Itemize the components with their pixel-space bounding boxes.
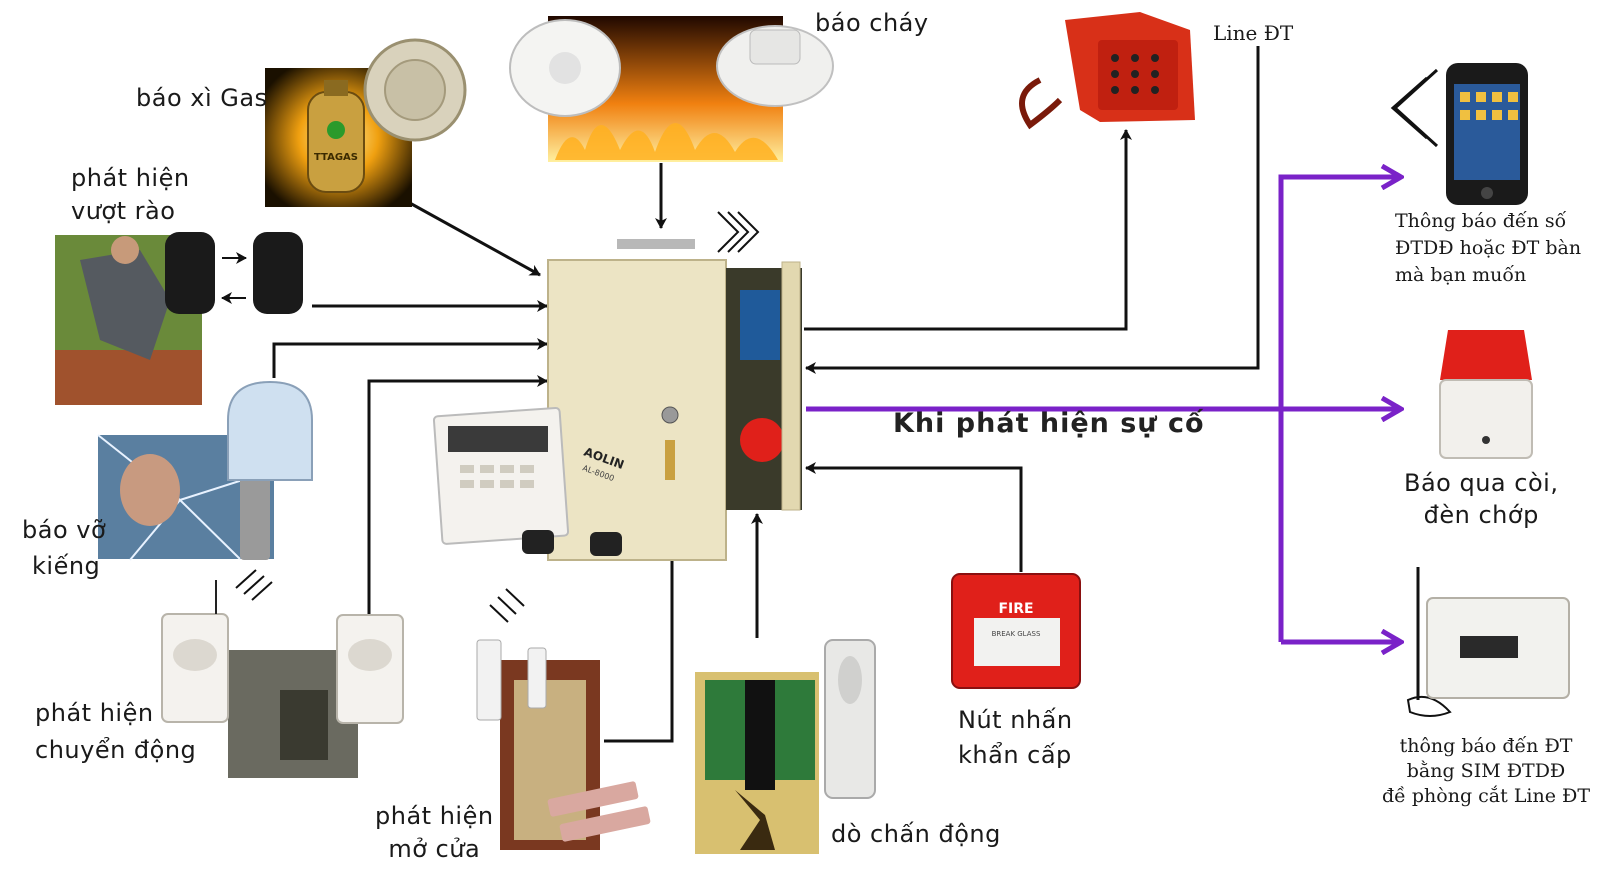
fence-detector-image [55,232,303,405]
vibration-detector-image [695,639,876,854]
motion-detector-image [161,580,404,778]
input-connectors [272,46,1260,743]
gas-label: báo xì Gas [136,84,268,112]
mobile-output-label: Thông báo đến số ĐTDĐ hoặc ĐT bàn mà bạn… [1395,210,1582,286]
fence-label: phát hiện vượt rào [71,164,190,225]
glass-break-label: báo vỡ kiếng [22,516,107,580]
phone-out-connector [804,129,1132,331]
siren-output-label: Báo qua còi, đèn chớp [1404,469,1559,529]
output-connectors [806,177,1400,642]
door-label: phát hiện mở cửa [375,802,494,863]
mobile-phone-image [1390,63,1528,205]
control-panel-image: AOLIN AL-8000 [432,211,802,561]
mobile-output-line [1278,177,1400,642]
gsm-output-label: thông báo đến ĐT bằng SIM ĐTDĐ đề phòng … [1382,735,1591,807]
landline-phone-image [1019,12,1195,130]
gsm-dialer-image [1406,567,1570,717]
panic-button-label: Nút nhấn khẩn cấp [958,706,1073,769]
glass-connector [272,338,548,378]
panic-connector [805,462,1023,572]
phone-line-label: Line ĐT [1213,21,1294,45]
panic-button-image: FIRE BREAK GLASS [951,573,1081,689]
line-in-connector [805,46,1260,374]
vibration-label: dò chấn động [831,820,1001,848]
siren-strobe-image [1439,330,1533,459]
motion-connector [367,375,548,617]
glass-break-detector-image [97,380,313,601]
fire-label: báo cháy [815,9,929,37]
gas-tank-label: TTAGAS [314,152,358,163]
incident-headline: Khi phát hiện sự cố [893,408,1205,439]
motion-label: phát hiện chuyển động [35,699,197,764]
smoke-detector-image [509,16,834,162]
door-contact-image [476,588,651,850]
door-connector [604,547,678,743]
panic-device-subtext: BREAK GLASS [992,630,1041,638]
gas-detector-image: TTAGAS [265,38,467,207]
panic-device-text: FIRE [998,601,1033,617]
gas-connector [407,200,541,277]
